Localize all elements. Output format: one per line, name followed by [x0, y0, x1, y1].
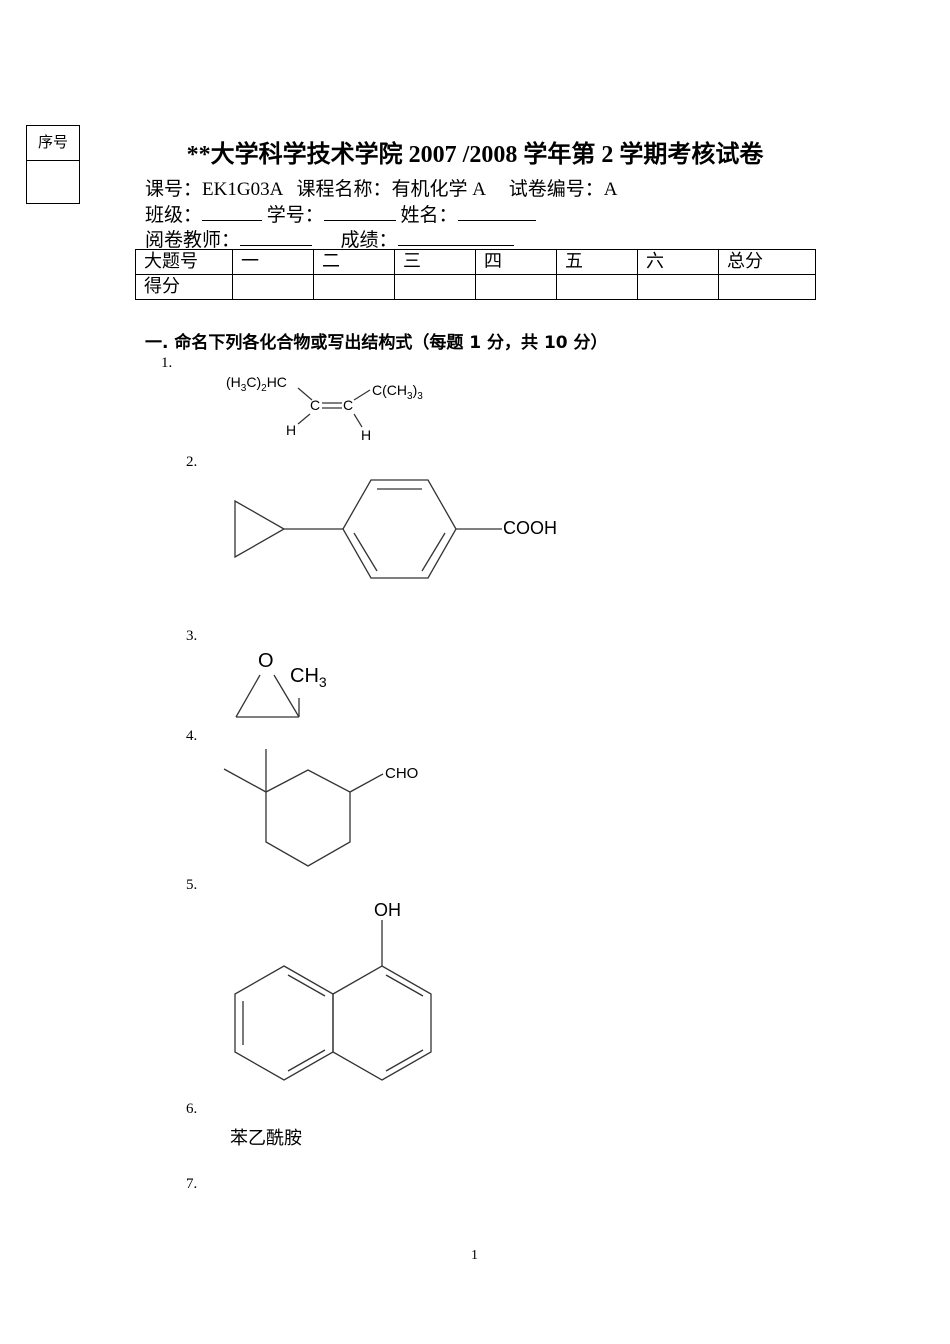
atom-label: C [310, 397, 321, 413]
group-label: CHO [385, 765, 419, 782]
table-cell: 二 [313, 249, 395, 275]
structure-q1-alkene: (H3C)2HC C(CH3)3 C C H H [220, 370, 450, 450]
question-number: 2. [186, 454, 198, 470]
course-no-value: EK1G03A [202, 179, 283, 200]
class-field[interactable] [202, 204, 263, 221]
question-number: 1. [161, 355, 173, 371]
table-cell: 总分 [718, 249, 816, 275]
exam-title: **大学科学技术学院 2007 /2008 学年第 2 学期考核试卷 [186, 142, 764, 168]
question-number: 7. [186, 1176, 198, 1192]
table-cell: 大题号 [135, 249, 233, 275]
score-table: 大题号 一 二 三 四 五 六 总分 得分 [135, 249, 816, 300]
score-input-cell[interactable] [637, 274, 719, 300]
paper-no-value: A [603, 179, 618, 200]
score-label: 成绩： [340, 230, 398, 251]
score-input-cell[interactable] [475, 274, 557, 300]
table-cell: 五 [556, 249, 638, 275]
substituent-label: C(CH3)3 [372, 382, 423, 402]
table-cell: 一 [232, 249, 314, 275]
structure-q4-dimethylcyclohexanecarbaldehyde: CHO [220, 745, 440, 875]
atom-label: O [258, 650, 274, 672]
class-label: 班级： [145, 205, 203, 226]
structure-q3-methyloxirane: O CH3 [230, 650, 350, 725]
group-label: OH [374, 900, 401, 920]
student-info-line: 班级： 学号： 姓名： [145, 200, 536, 227]
structure-q5-naphthol: OH [225, 898, 445, 1083]
grader-label: 阅卷教师： [145, 230, 241, 251]
page-number: 1 [471, 1248, 478, 1263]
atom-label: H [361, 427, 372, 443]
course-info-line: 课号：EK1G03A 课程名称：有机化学 A 试卷编号：A [145, 174, 617, 201]
structure-q2-cyclopropylbenzoic-acid: COOH [220, 470, 580, 590]
table-cell: 得分 [135, 274, 233, 300]
score-input-cell[interactable] [232, 274, 314, 300]
sequence-number-label: 序号 [27, 126, 79, 161]
sequence-number-box: 序号 [26, 125, 80, 204]
paper-no-label: 试卷编号： [508, 179, 604, 200]
group-label: CH3 [290, 665, 327, 690]
name-label: 姓名： [400, 205, 458, 226]
question-number: 6. [186, 1101, 198, 1117]
score-input-cell[interactable] [313, 274, 395, 300]
score-field[interactable] [397, 229, 514, 246]
grader-field[interactable] [240, 229, 313, 246]
question-number: 4. [186, 728, 198, 744]
grading-info-line: 阅卷教师： 成绩： [145, 225, 514, 252]
table-cell: 六 [637, 249, 719, 275]
course-no-label: 课号： [145, 179, 203, 200]
course-name-label: 课程名称： [296, 179, 392, 200]
group-label: COOH [503, 518, 557, 538]
course-name-value: 有机化学 A [391, 179, 485, 200]
student-no-field[interactable] [323, 204, 396, 221]
question-6-compound-name: 苯乙酰胺 [230, 1128, 302, 1149]
score-table-score-row: 得分 [135, 274, 816, 300]
score-input-cell[interactable] [556, 274, 638, 300]
name-field[interactable] [457, 204, 536, 221]
section-1-heading: 一. 命名下列各化合物或写出结构式（每题 1 分，共 10 分） [145, 333, 608, 353]
question-number: 5. [186, 877, 198, 893]
student-no-label: 学号： [266, 205, 324, 226]
atom-label: H [286, 422, 297, 438]
atom-label: C [343, 397, 354, 413]
score-input-cell[interactable] [394, 274, 476, 300]
substituent-label: (H3C)2HC [226, 374, 287, 394]
table-cell: 三 [394, 249, 476, 275]
score-input-cell[interactable] [718, 274, 816, 300]
table-cell: 四 [475, 249, 557, 275]
score-table-header-row: 大题号 一 二 三 四 五 六 总分 [135, 249, 816, 275]
question-number: 3. [186, 628, 198, 644]
